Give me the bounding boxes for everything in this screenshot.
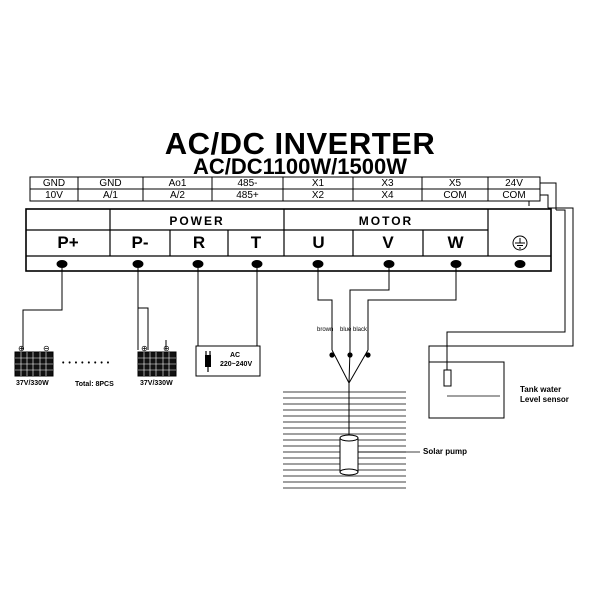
- sensor-label-line1: Tank water: [520, 385, 562, 394]
- terminal-v: V: [382, 233, 394, 252]
- signal-label: A/2: [169, 190, 185, 201]
- signal-label: GND: [99, 178, 122, 189]
- signal-label: COM: [443, 190, 467, 201]
- screw-terminal: [56, 260, 68, 268]
- signal-label: A/1: [102, 190, 118, 201]
- signal-label: 485+: [236, 190, 259, 201]
- sensor-label-line2: Level sensor: [520, 395, 569, 404]
- terminal-p-plus: P+: [57, 233, 79, 252]
- wire-label-black: black: [353, 327, 368, 333]
- earth-ground-icon: [512, 235, 528, 251]
- tank-level-sensor-box: [428, 361, 505, 419]
- page-subtitle: AC/DC1100W/1500W: [193, 154, 407, 179]
- terminal-u: U: [312, 233, 325, 252]
- level-float-icon: [443, 369, 452, 387]
- signal-label: X1: [311, 178, 325, 189]
- signal-label: 10V: [45, 190, 63, 201]
- terminal-p-minus: P-: [131, 233, 149, 252]
- screw-terminal: [514, 260, 526, 268]
- wire-label-blue: blue: [340, 327, 352, 333]
- section-motor: MOTOR: [358, 214, 414, 228]
- signal-label: COM: [502, 190, 526, 201]
- screw-terminal: [192, 260, 204, 268]
- signal-label: 24V: [505, 178, 523, 189]
- solar-panel-left-label: 37V/330W: [16, 380, 49, 387]
- terminal-t: T: [250, 233, 262, 252]
- signal-label: GND: [42, 178, 66, 189]
- plus-icon: ⊕: [18, 344, 25, 353]
- pump-label: Solar pump: [423, 447, 468, 456]
- solar-panel-total: Total: 8PCS: [75, 381, 114, 388]
- ac-voltage-label: 220~240V: [220, 361, 253, 368]
- solar-panel-right: [137, 351, 177, 377]
- screw-terminal: [383, 260, 395, 268]
- power-terminal-strip: [25, 208, 552, 272]
- minus-icon: ⊖: [163, 344, 170, 353]
- terminal-w: W: [447, 233, 464, 252]
- section-power: POWER: [169, 214, 225, 228]
- screw-terminal: [251, 260, 263, 268]
- solar-panel-left: [14, 351, 54, 377]
- ac-label: AC: [230, 352, 241, 359]
- panel-series-dots: • • • • • • • •: [62, 360, 111, 367]
- terminal-r: R: [192, 233, 206, 252]
- plug-icon: [205, 351, 211, 372]
- ac-source-box: [195, 345, 261, 377]
- signal-label: X3: [381, 178, 394, 189]
- signal-label: X4: [381, 190, 394, 201]
- wire-label-brown: brown: [317, 327, 334, 333]
- screw-terminal: [312, 260, 324, 268]
- signal-label: 485-: [237, 178, 258, 189]
- screw-terminal: [450, 260, 462, 268]
- signal-label: X5: [448, 178, 462, 189]
- solar-panel-right-label: 37V/330W: [140, 380, 173, 387]
- minus-icon: ⊖: [43, 344, 50, 353]
- solar-pump-icon: [339, 434, 420, 476]
- plus-icon: ⊕: [141, 344, 148, 353]
- signal-label: Ao1: [168, 178, 187, 189]
- page-title: AC/DC INVERTER: [164, 126, 436, 161]
- signal-label: X2: [311, 190, 325, 201]
- screw-terminal: [132, 260, 144, 268]
